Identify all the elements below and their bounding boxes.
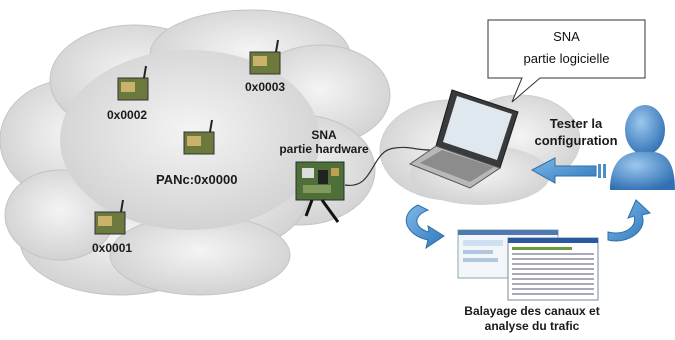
user-action-line1: Tester la	[549, 116, 603, 131]
hardware-board-icon	[295, 161, 345, 223]
result-label: Balayage des canaux et analyse du trafic	[432, 304, 632, 334]
node-0001-label: 0x0001	[92, 241, 133, 255]
node-panc-label: PANc:0x0000	[156, 172, 238, 187]
analyzer-screenshot	[457, 229, 599, 301]
hardware-label: SNA partie hardware	[268, 128, 380, 156]
module-panc-icon	[183, 119, 215, 155]
hardware-label-line2: partie hardware	[279, 142, 369, 156]
result-line1: Balayage des canaux et	[464, 304, 600, 318]
software-callout-text: SNA partie logicielle	[488, 26, 645, 70]
result-line2: analyse du trafic	[484, 319, 580, 333]
software-callout-line2: partie logicielle	[523, 51, 610, 66]
usb-cable	[344, 146, 431, 186]
node-0002-label: 0x0002	[107, 108, 148, 122]
module-0003-icon	[249, 39, 281, 75]
module-0001-icon	[94, 199, 126, 235]
module-0002-icon	[117, 65, 149, 101]
test-arrow	[530, 157, 606, 184]
user-icon	[610, 105, 675, 190]
node-0003-label: 0x0003	[245, 80, 286, 94]
result-arrow	[607, 199, 652, 242]
software-callout-line1: SNA	[553, 29, 580, 44]
user-action-line2: configuration	[534, 133, 618, 148]
user-action-label: Tester la configuration	[526, 115, 626, 149]
software-callout-bubble	[487, 19, 646, 103]
laptop-icon	[408, 89, 519, 189]
scan-arrow	[405, 204, 445, 250]
hardware-label-line1: SNA	[311, 128, 337, 142]
